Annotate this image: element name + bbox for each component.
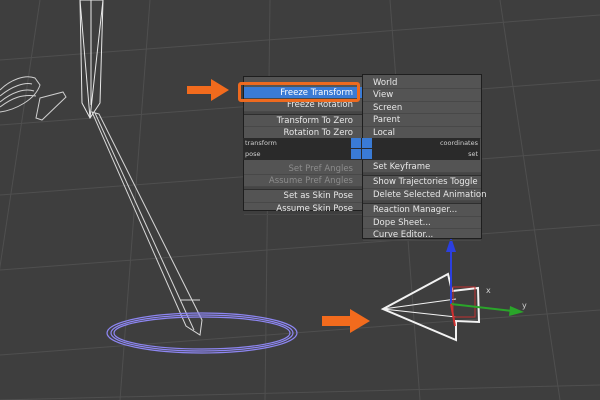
quad-center-square[interactable]	[351, 149, 361, 159]
menu-separator	[363, 201, 481, 205]
menu-separator	[244, 111, 363, 115]
ik-ring	[106, 312, 298, 354]
arrow-control[interactable]	[380, 272, 481, 342]
menu-item-curve-editor[interactable]: Curve Editor...	[363, 229, 481, 242]
menu-item-set-keyframe[interactable]: Set Keyframe	[363, 161, 481, 174]
menu-item-show-trajectories-toggle[interactable]: Show Trajectories Toggle	[363, 176, 481, 189]
menu-item-set-as-skin-pose[interactable]: Set as Skin Pose	[244, 190, 363, 203]
quad-label-pose: pose	[245, 150, 261, 158]
quad-label-set: set	[468, 150, 478, 158]
menu-item-assume-skin-pose[interactable]: Assume Skin Pose	[244, 203, 363, 216]
wire-object-left	[0, 76, 67, 121]
menu-item-assume-pref-angles[interactable]: Assume Pref Angles	[244, 175, 363, 188]
menu-item-view[interactable]: View	[363, 89, 481, 102]
bone-upper	[79, 0, 104, 119]
quad-center-square[interactable]	[362, 149, 372, 159]
menu-item-reaction-manager[interactable]: Reaction Manager...	[363, 204, 481, 217]
menu-item-dope-sheet[interactable]: Dope Sheet...	[363, 217, 481, 229]
menu-item-parent[interactable]: Parent	[363, 114, 481, 127]
quad-menu-header-band: transform coordinates pose set	[243, 138, 480, 160]
gizmo-x-label: x	[486, 286, 491, 295]
menu-item-screen[interactable]: Screen	[363, 102, 481, 115]
callout-arrow-icon	[187, 79, 229, 101]
quad-center-square[interactable]	[351, 138, 361, 148]
quad-center-square[interactable]	[362, 138, 372, 148]
quad-label-transform: transform	[245, 139, 277, 147]
menu-item-freeze-transform[interactable]: Freeze Transform	[244, 87, 363, 100]
gizmo-y-label: y	[522, 301, 527, 310]
menu-separator	[363, 173, 481, 177]
menu-item-world[interactable]: World	[363, 77, 481, 90]
menu-item-delete-selected-animation[interactable]: Delete Selected Animation	[363, 189, 487, 202]
freeze-transform-highlight-box	[238, 82, 360, 102]
bone-lower	[91, 111, 203, 336]
menu-item-freeze-rotation[interactable]: Freeze Rotation	[244, 99, 363, 112]
menu-separator	[244, 187, 363, 191]
menu-item-set-pref-angles[interactable]: Set Pref Angles	[244, 163, 363, 175]
menu-item-transform-to-zero[interactable]: Transform To Zero	[244, 115, 363, 128]
callout-arrow-icon	[322, 309, 370, 333]
transform-gizmo[interactable]	[446, 237, 524, 327]
quad-label-coordinates: coordinates	[439, 139, 478, 147]
